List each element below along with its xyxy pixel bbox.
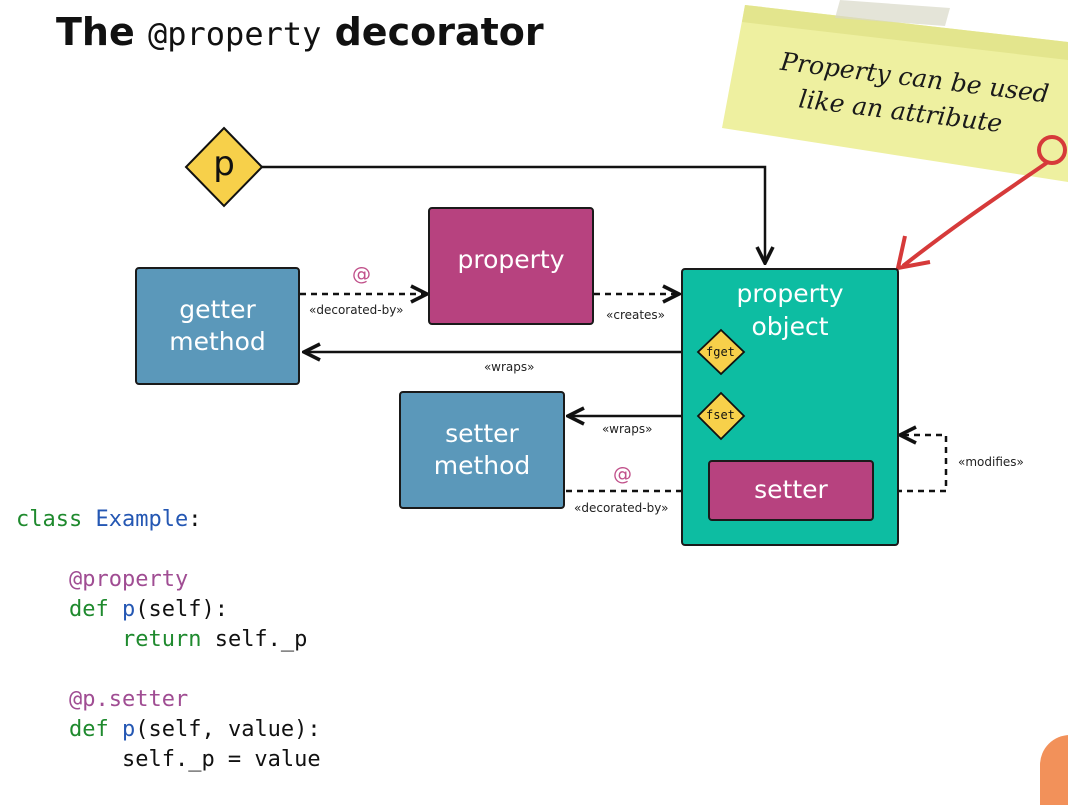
- modifies-label: «modifies»: [958, 455, 1024, 469]
- property-object-line-2: object: [751, 311, 829, 341]
- title-prefix: The: [56, 10, 135, 54]
- property-box: property: [428, 207, 594, 325]
- code-decorator: @p.setter: [68, 687, 189, 712]
- corner-shape: [1040, 735, 1068, 805]
- code-func-name: p: [121, 597, 136, 622]
- code-keyword: return: [121, 627, 202, 652]
- page-title: The @property decorator: [56, 10, 544, 54]
- decorated-by-label-2: «decorated-by»: [574, 501, 669, 515]
- setter-method-box: setter method: [399, 391, 565, 509]
- at-label-1: @: [352, 263, 371, 285]
- code-keyword: class: [16, 507, 83, 532]
- arrow-modifies: [874, 435, 948, 493]
- setter-label: setter: [754, 475, 828, 505]
- code-block: class Example: @property def p(self): re…: [16, 505, 321, 775]
- code-text: self._p: [201, 627, 308, 652]
- property-object-line-1: property: [736, 279, 844, 308]
- getter-method-box: getter method: [135, 267, 300, 385]
- arrow-p-to-object: [262, 165, 765, 263]
- setter-box: setter: [708, 460, 874, 521]
- getter-line-2: method: [169, 327, 266, 356]
- title-code: @property: [147, 15, 322, 53]
- p-diamond-label: p: [213, 144, 235, 184]
- fget-diamond: [696, 328, 746, 376]
- code-keyword: def: [68, 717, 109, 742]
- p-diamond: [184, 126, 264, 208]
- code-decorator: @property: [68, 567, 189, 592]
- sticky-note: [722, 0, 1068, 182]
- red-pointer: [895, 135, 1067, 271]
- wraps-label-1: «wraps»: [484, 360, 535, 374]
- at-label-2: @: [613, 463, 632, 485]
- fget-label: fget: [706, 345, 735, 359]
- setter-method-line-2: method: [433, 451, 531, 480]
- code-text: (self, value):: [135, 717, 321, 742]
- code-keyword: def: [68, 597, 109, 622]
- code-text: :: [188, 507, 202, 532]
- setter-method-line-1: setter: [445, 418, 519, 448]
- fset-diamond: [696, 391, 746, 441]
- code-text: (self):: [135, 597, 228, 622]
- fset-label: fset: [706, 408, 735, 422]
- code-func-name: p: [121, 717, 136, 742]
- accessor-diamonds: [696, 328, 746, 441]
- getter-line-1: getter: [179, 294, 256, 324]
- property-label: property: [457, 244, 565, 274]
- wraps-label-2: «wraps»: [602, 422, 653, 436]
- title-suffix: decorator: [334, 10, 544, 54]
- tape: [835, 0, 950, 26]
- code-class-name: Example: [95, 507, 189, 532]
- decorated-by-label-1: «decorated-by»: [309, 303, 404, 317]
- code-text: self._p = value: [121, 747, 321, 772]
- creates-label: «creates»: [606, 308, 666, 322]
